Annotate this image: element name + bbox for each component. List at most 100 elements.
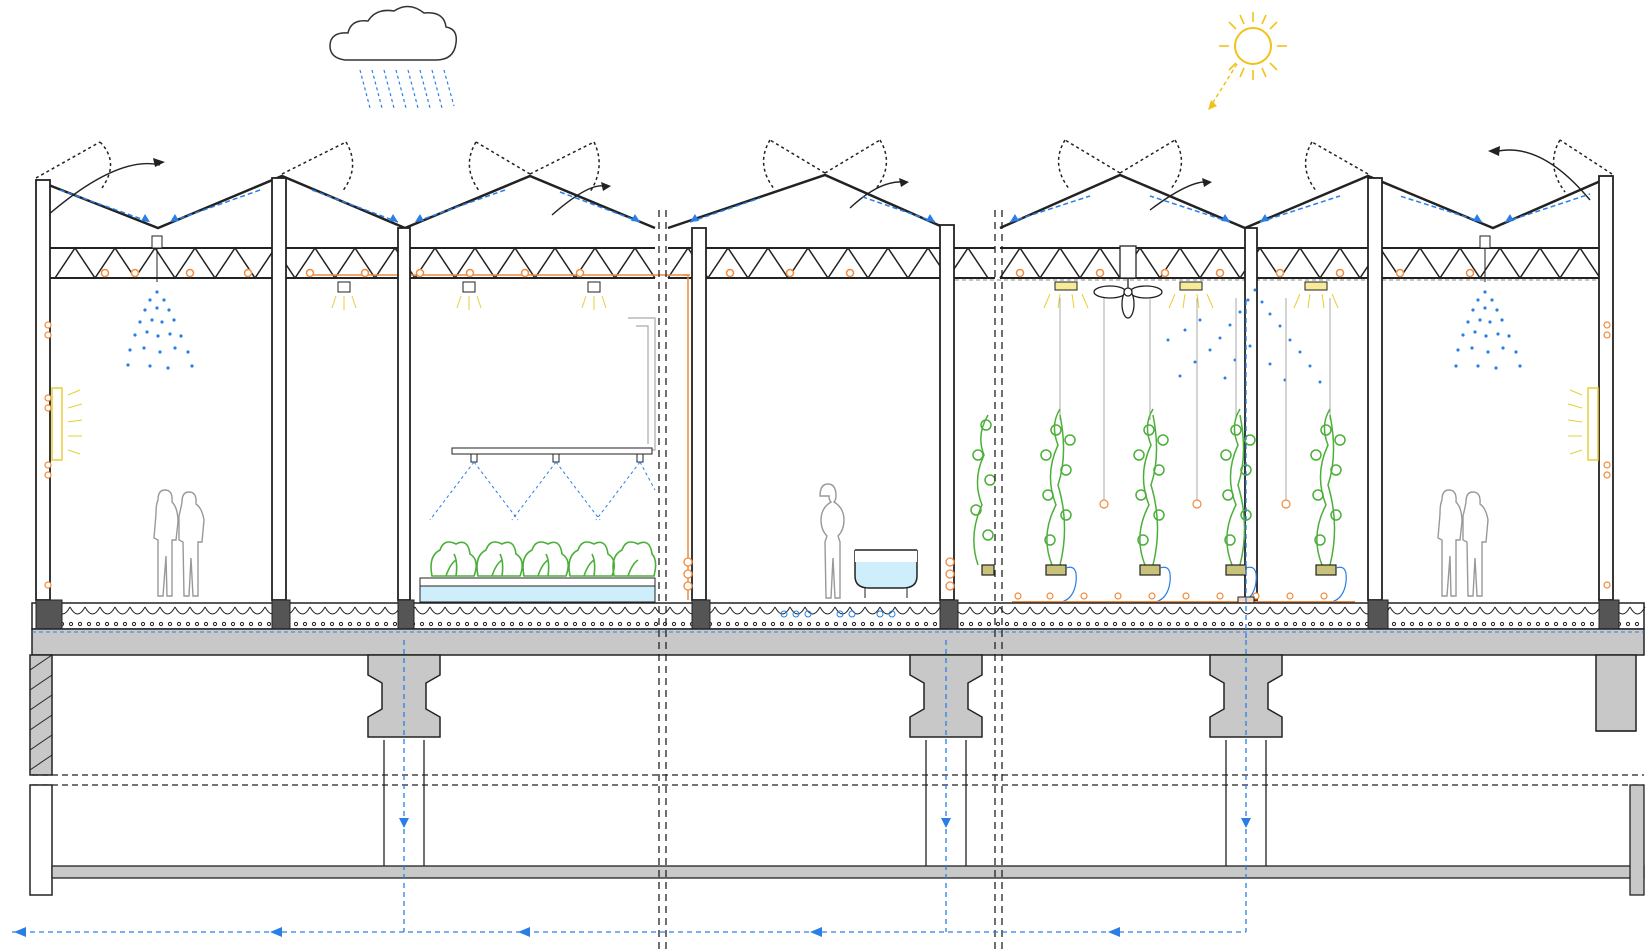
substrate-grain bbox=[1022, 621, 1028, 627]
substrate-grain bbox=[860, 621, 866, 627]
substrate-cell bbox=[114, 606, 131, 615]
substrate-grain bbox=[239, 621, 245, 627]
substrate-grain bbox=[428, 621, 434, 627]
substrate-cell bbox=[1509, 606, 1526, 615]
substrate-cell bbox=[969, 606, 986, 615]
substrate-cell bbox=[1059, 606, 1076, 615]
substrate-cell bbox=[324, 606, 341, 615]
substrate-cell bbox=[1464, 606, 1481, 615]
substrate-grain bbox=[482, 621, 488, 627]
substrate-grain bbox=[977, 621, 983, 627]
substrate-grain bbox=[1067, 621, 1073, 627]
mist-sprinkler-right bbox=[1454, 235, 1522, 370]
substrate-grain bbox=[968, 621, 974, 627]
substrate-grain bbox=[329, 621, 335, 627]
substrate-grain bbox=[1103, 621, 1109, 627]
substrate-grain bbox=[554, 621, 560, 627]
substrate-grain bbox=[1508, 621, 1514, 627]
substrate-cell bbox=[1134, 606, 1151, 615]
substrate-grain bbox=[1436, 621, 1442, 627]
substrate-grain bbox=[626, 621, 632, 627]
substrate-grain bbox=[581, 621, 587, 627]
wall-heating-pipes bbox=[44, 321, 1611, 589]
substrate-cell bbox=[1074, 606, 1091, 615]
substrate-grain bbox=[320, 621, 326, 627]
floor-water-bubbles bbox=[780, 610, 896, 618]
substrate-grain bbox=[644, 621, 650, 627]
substrate-grain bbox=[491, 621, 497, 627]
substrate-cell bbox=[1479, 606, 1496, 615]
substrate-cell bbox=[624, 606, 641, 615]
water-drainage-flow bbox=[12, 300, 1247, 933]
wall-heater-left bbox=[51, 387, 83, 461]
substrate-grain bbox=[1481, 621, 1487, 627]
roof-structure bbox=[35, 139, 1613, 230]
water-tank bbox=[854, 548, 918, 598]
substrate-cell bbox=[429, 606, 446, 615]
substrate-grain bbox=[1238, 621, 1244, 627]
substrate-grain bbox=[1454, 621, 1460, 627]
substrate-grain bbox=[896, 621, 902, 627]
lower-storey bbox=[29, 730, 1645, 896]
substrate-grain bbox=[797, 621, 803, 627]
substrate-grain bbox=[572, 621, 578, 627]
substrate-grain bbox=[1274, 621, 1280, 627]
substrate-grain bbox=[887, 621, 893, 627]
substrate-cell bbox=[609, 606, 626, 615]
substrate-grain bbox=[1625, 621, 1631, 627]
substrate-grain bbox=[1571, 621, 1577, 627]
substrate-grain bbox=[392, 621, 398, 627]
substrate-grain bbox=[536, 621, 542, 627]
substrate-cell bbox=[534, 606, 551, 615]
substrate-cell bbox=[1539, 606, 1556, 615]
substrate-cell bbox=[744, 606, 761, 615]
substrate-cell bbox=[1029, 606, 1046, 615]
substrate-cell bbox=[789, 606, 806, 615]
overhead-sprayer-rail bbox=[429, 317, 656, 521]
substrate-grain bbox=[770, 621, 776, 627]
substrate-grain bbox=[1112, 621, 1118, 627]
substrate-grain bbox=[338, 621, 344, 627]
substrate-cell bbox=[654, 606, 671, 615]
substrate-grain bbox=[437, 621, 443, 627]
substrate-cell bbox=[234, 606, 251, 615]
substrate-grain bbox=[1328, 621, 1334, 627]
substrate-grain bbox=[1634, 621, 1640, 627]
substrate-grain bbox=[266, 621, 272, 627]
substrate-grain bbox=[842, 621, 848, 627]
substrate-grain bbox=[1337, 621, 1343, 627]
substrate-grain bbox=[140, 621, 146, 627]
substrate-grain bbox=[1463, 621, 1469, 627]
substrate-grain bbox=[68, 621, 74, 627]
substrate-grain bbox=[1004, 621, 1010, 627]
substrate-cell bbox=[1119, 606, 1136, 615]
floor-substrate bbox=[31, 599, 1646, 656]
substrate-cell bbox=[984, 606, 1001, 615]
substrate-cell bbox=[1239, 606, 1256, 615]
substrate-grain bbox=[1229, 621, 1235, 627]
substrate-grain bbox=[356, 621, 362, 627]
substrate-grain bbox=[248, 621, 254, 627]
substrate-cell bbox=[1194, 606, 1211, 615]
substrate-cell bbox=[1149, 606, 1166, 615]
substrate-cell bbox=[1314, 606, 1331, 615]
substrate-grain bbox=[104, 621, 110, 627]
heating-pipe-truss bbox=[100, 268, 1475, 600]
substrate-grain bbox=[1292, 621, 1298, 627]
substrate-grain bbox=[635, 621, 641, 627]
substrate-cell bbox=[1449, 606, 1466, 615]
substrate-grain bbox=[131, 621, 137, 627]
flow-arrows bbox=[14, 818, 1251, 937]
substrate-grain bbox=[869, 621, 875, 627]
tomato-vines bbox=[970, 298, 1355, 608]
substrate-grain bbox=[383, 621, 389, 627]
substrate-cell bbox=[474, 606, 491, 615]
substrate-grain bbox=[149, 621, 155, 627]
substrate-grain bbox=[1418, 621, 1424, 627]
substrate-grain bbox=[1427, 621, 1433, 627]
substrate-cell bbox=[1104, 606, 1121, 615]
substrate-grain bbox=[878, 621, 884, 627]
substrate-grain bbox=[500, 621, 506, 627]
concrete-beams bbox=[29, 654, 1637, 776]
